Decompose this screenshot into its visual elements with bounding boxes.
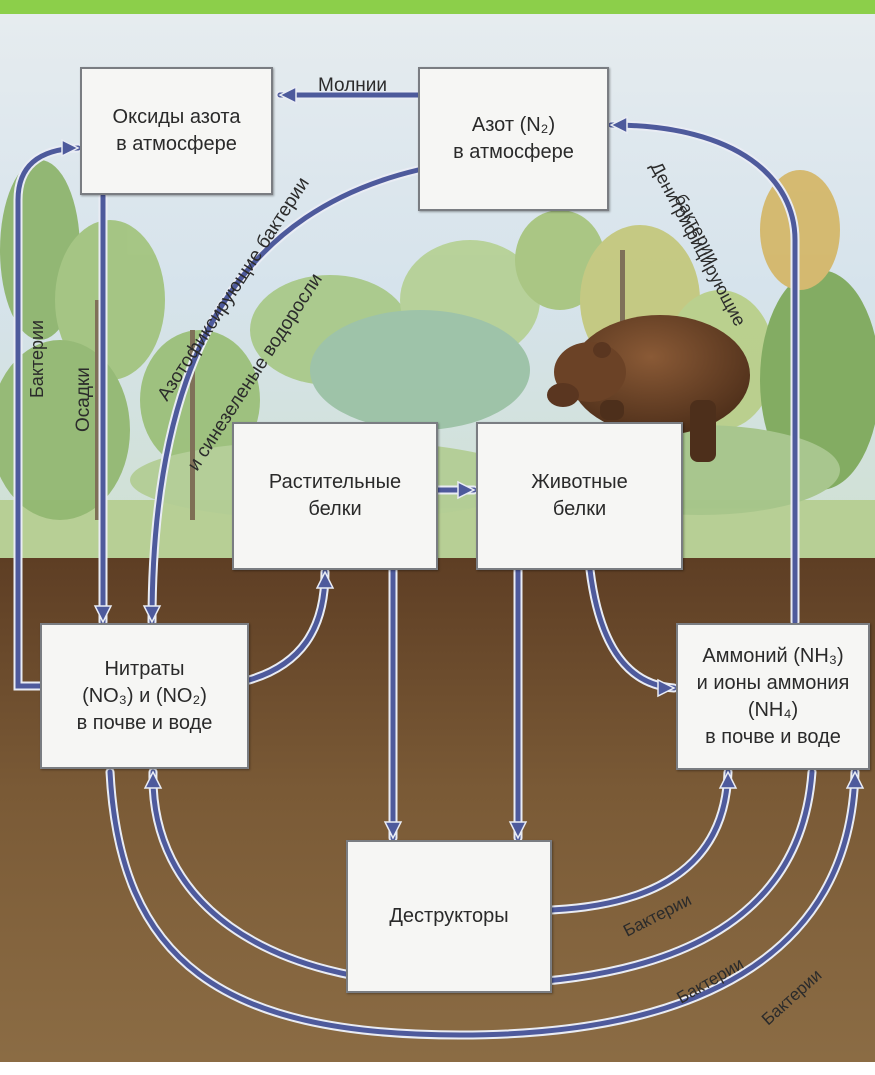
box-decomposers-line1: Деструкторы xyxy=(389,903,508,930)
box-ammonium-line4: в почве и воде xyxy=(705,724,841,751)
box-ammonium: Аммоний (NH₃) и ионы аммония (NH₄) в поч… xyxy=(676,623,870,770)
box-atmospheric-nitrogen-line2: в атмосфере xyxy=(453,139,574,166)
box-nitrates: Нитраты (NO₃) и (NO₂) в почве и воде xyxy=(40,623,249,769)
box-atmospheric-nitrogen-line1: Азот (N₂) xyxy=(472,112,555,139)
box-nitrates-line3: в почве и воде xyxy=(77,710,213,737)
box-atmospheric-nitrogen: Азот (N₂) в атмосфере xyxy=(418,67,609,211)
box-animal-proteins-line1: Животные xyxy=(531,469,627,496)
box-animal-proteins: Животные белки xyxy=(476,422,683,570)
label-precipitation: Осадки xyxy=(73,367,94,432)
box-decomposers: Деструкторы xyxy=(346,840,552,993)
box-nitrogen-oxides-line1: Оксиды азота xyxy=(113,104,241,131)
box-nitrogen-oxides-line2: в атмосфере xyxy=(116,131,237,158)
box-nitrates-line2: (NO₃) и (NO₂) xyxy=(82,683,207,710)
box-nitrates-line1: Нитраты xyxy=(104,656,184,683)
box-ammonium-line3: (NH₄) xyxy=(748,697,798,724)
box-plant-proteins-line1: Растительные xyxy=(269,469,401,496)
box-ammonium-line1: Аммоний (NH₃) xyxy=(702,643,843,670)
box-ammonium-line2: и ионы аммония xyxy=(697,670,850,697)
box-animal-proteins-line2: белки xyxy=(553,496,606,523)
label-bacteria-left: Бактерии xyxy=(27,320,47,398)
bottom-margin xyxy=(0,1062,875,1075)
box-nitrogen-oxides: Оксиды азота в атмосфере xyxy=(80,67,273,195)
label-lightning: Молнии xyxy=(318,75,387,96)
box-plant-proteins-line2: белки xyxy=(308,496,361,523)
box-plant-proteins: Растительные белки xyxy=(232,422,438,570)
